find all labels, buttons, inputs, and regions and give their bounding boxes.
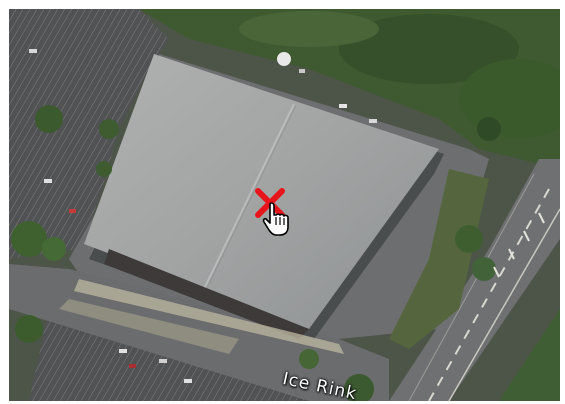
map-viewport[interactable]: Ice Rink	[9, 9, 560, 401]
highway	[389, 159, 560, 401]
hand-pointer-icon	[262, 202, 289, 236]
round-structure	[277, 52, 291, 66]
parking-lot-west	[9, 9, 169, 259]
loading-dock	[104, 249, 309, 339]
grass-east	[499, 309, 560, 401]
grass-strip	[389, 169, 489, 349]
